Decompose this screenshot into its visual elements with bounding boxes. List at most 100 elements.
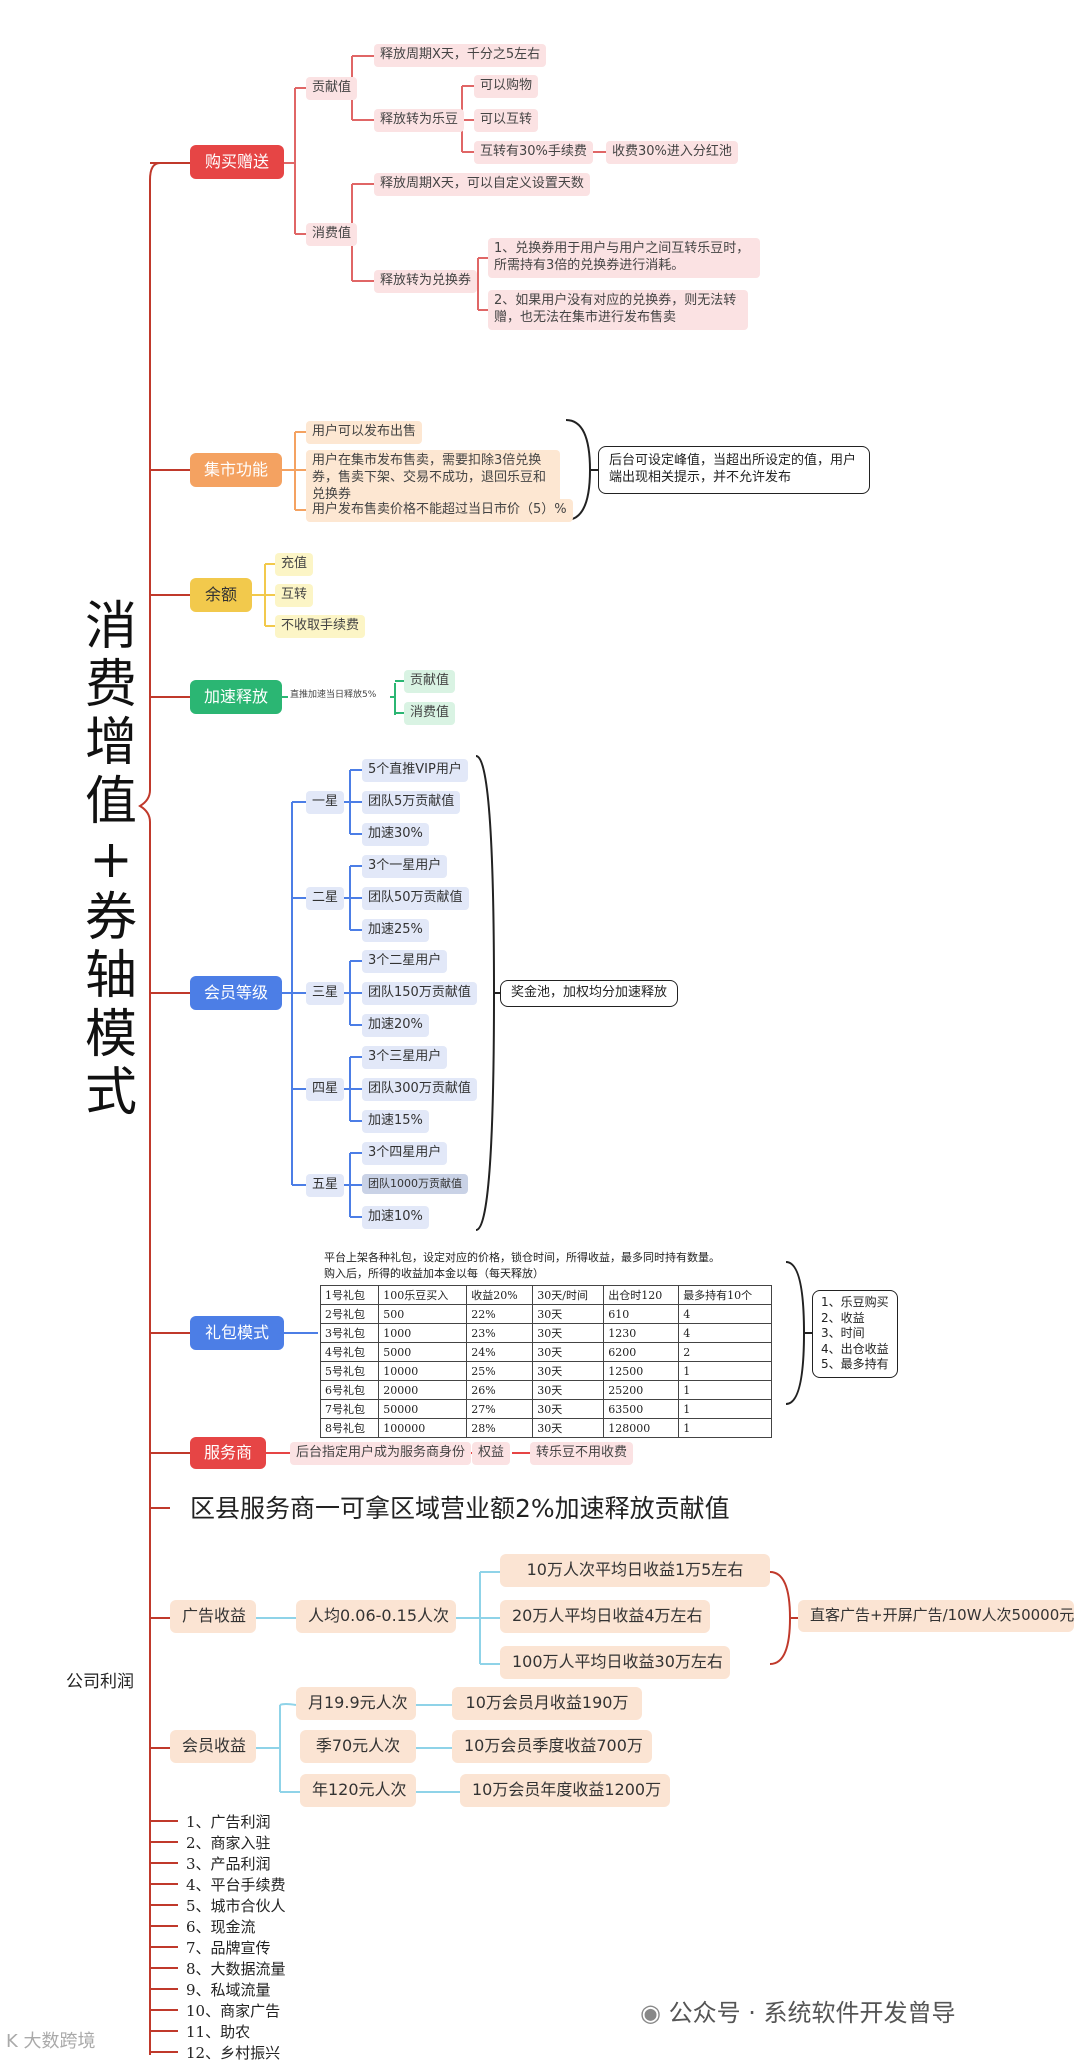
node-member-revenue: 会员收益 — [170, 1730, 256, 1763]
gift-table-cell: 5号礼包 — [319, 1361, 380, 1381]
node-ad-item-1: 10万人次平均日收益1万5左右 — [500, 1554, 770, 1587]
gift-table-cell: 7号礼包 — [319, 1399, 380, 1419]
gift-table-cell: 1000 — [378, 1323, 468, 1343]
node-accelerate-release: 加速释放 — [190, 680, 282, 714]
district-provider-text: 区县服务商一可拿区域营业额2%加速释放贡献值 — [190, 1494, 730, 1523]
profit-list-item: 5、城市合伙人 — [186, 1897, 286, 1915]
gift-table-cell: 出仓时120 — [603, 1285, 680, 1305]
node-transfer-fee: 互转有30%手续费 — [474, 141, 593, 164]
node-coupon-note-1: 1、兑换券用于用户与用户之间互转乐豆时，所需持有3倍的兑换券进行消耗。 — [488, 238, 760, 278]
profit-list-item: 6、现金流 — [186, 1918, 256, 1936]
profit-list-item: 4、平台手续费 — [186, 1876, 286, 1894]
gift-table-cell: 63500 — [603, 1399, 680, 1419]
node-balance: 余额 — [190, 578, 252, 612]
node-level-1-req-3: 加速30% — [362, 823, 429, 846]
profit-list-item: 12、乡村振兴 — [186, 2044, 281, 2062]
node-coupon-note-2: 2、如果用户没有对应的兑换券，则无法转赠，也无法在集市进行发布售卖 — [488, 290, 748, 330]
node-level-4-req-3: 加速15% — [362, 1110, 429, 1133]
profit-list-item: 2、商家入驻 — [186, 1834, 271, 1852]
node-ad-note: 直客广告+开屏广告/10W人次50000元 — [798, 1600, 1074, 1632]
gift-table-cell: 6200 — [603, 1342, 680, 1362]
node-ad-item-2: 20万人平均日收益4万左右 — [500, 1600, 710, 1633]
gift-table-cell: 22% — [466, 1304, 534, 1324]
node-market: 集市功能 — [190, 453, 282, 487]
node-service-provider: 服务商 — [190, 1437, 266, 1469]
company-profit-label: 公司利润 — [66, 1672, 134, 1692]
gift-table-cell: 30天 — [532, 1361, 605, 1381]
title-char: 消 — [84, 597, 137, 657]
gift-table-cell: 26% — [466, 1380, 534, 1400]
node-level-3-req-2: 团队150万贡献值 — [362, 982, 477, 1005]
profit-list-item: 1、广告利润 — [186, 1813, 271, 1831]
node-level-5-req-1: 3个四星用户 — [362, 1142, 448, 1165]
node-level-4: 四星 — [306, 1078, 345, 1101]
gift-table-cell: 30天 — [532, 1323, 605, 1343]
node-consume-value-2: 消费值 — [404, 702, 456, 725]
node-level-5-req-2: 团队1000万贡献值 — [362, 1174, 468, 1195]
node-member-quarter: 季70元人次 — [300, 1730, 416, 1763]
node-member-month-income: 10万会员月收益190万 — [452, 1687, 642, 1720]
gift-table-cell: 24% — [466, 1342, 534, 1362]
node-can-transfer: 可以互转 — [474, 109, 539, 132]
gift-table-cell: 23% — [466, 1323, 534, 1343]
gift-summary-item: 4、出仓收益 — [821, 1341, 889, 1356]
gift-table-cell: 128000 — [603, 1418, 680, 1438]
gift-table-cell: 12500 — [603, 1361, 680, 1381]
gift-summary-item: 3、时间 — [821, 1326, 865, 1341]
gift-table-cell: 10000 — [378, 1361, 468, 1381]
node-fee-pool: 收费30%进入分红池 — [606, 141, 738, 164]
gift-table-cell: 100000 — [378, 1418, 468, 1438]
profit-list-item: 10、商家广告 — [186, 2002, 281, 2020]
node-member-level: 会员等级 — [190, 976, 282, 1010]
gift-table-cell: 2号礼包 — [319, 1304, 380, 1324]
node-gift-pack: 礼包模式 — [190, 1316, 284, 1350]
title-char: 式 — [84, 1062, 137, 1123]
node-can-shop: 可以购物 — [474, 75, 539, 98]
title-char: 增 — [84, 713, 137, 774]
gift-summary-item: 2、收益 — [821, 1310, 865, 1325]
node-contribution-2: 贡献值 — [404, 670, 456, 693]
node-market-item-3: 用户发布售卖价格不能超过当日市价（5）% — [306, 499, 573, 522]
title-char: 券 — [84, 888, 137, 949]
gift-table-cell: 50000 — [378, 1399, 468, 1419]
gift-table-cell: 1 — [678, 1361, 772, 1381]
node-market-item-2: 用户在集市发布售卖，需要扣除3倍兑换券，售卖下架、交易不成功，退回乐豆和兑换券 — [306, 450, 560, 507]
title-char: 值 — [84, 771, 137, 832]
node-member-year-income: 10万会员年度收益1200万 — [460, 1774, 670, 1807]
node-level-1: 一星 — [306, 791, 345, 814]
gift-table-cell: 20000 — [378, 1380, 468, 1400]
node-direct-accelerate: 直推加速当日释放5% — [290, 690, 377, 700]
profit-list: 1、广告利润 2、商家入驻 3、产品利润 4、平台手续费 5、城市合伙人 6、现… — [186, 1812, 286, 2064]
node-no-fee: 不收取手续费 — [275, 615, 366, 638]
node-level-1-req-2: 团队5万贡献值 — [362, 791, 461, 814]
wechat-icon: ◉ — [640, 1999, 661, 2027]
profit-list-item: 9、私域流量 — [186, 1981, 271, 1999]
node-level-5-req-3: 加速10% — [362, 1206, 429, 1229]
gift-table-cell: 30天 — [532, 1342, 605, 1362]
gift-table-cell: 30天 — [532, 1418, 605, 1438]
watermark-text: 公众号 · 系统软件开发曾导 — [668, 1999, 956, 2027]
node-level-3-req-1: 3个二星用户 — [362, 950, 448, 973]
gift-table-cell: 500 — [378, 1304, 468, 1324]
node-consume-value: 消费值 — [306, 223, 358, 246]
node-ad-item-3: 100万人平均日收益30万左右 — [500, 1646, 730, 1679]
node-level-2: 二星 — [306, 887, 345, 910]
gift-table-cell: 2 — [678, 1342, 772, 1362]
node-purchase-gift: 购买赠送 — [190, 145, 284, 179]
gift-table-cell: 28% — [466, 1418, 534, 1438]
node-level-2-req-3: 加速25% — [362, 919, 429, 942]
gift-table-cell: 1 — [678, 1418, 772, 1438]
gift-table-cell: 1号礼包 — [319, 1285, 380, 1305]
node-convert-coupon: 释放转为兑换券 — [374, 270, 478, 293]
node-contribution: 贡献值 — [306, 77, 358, 100]
node-level-4-req-1: 3个三星用户 — [362, 1046, 448, 1069]
node-market-note: 后台可设定峰值，当超出所设定的值，用户端出现相关提示，并不允许发布 — [598, 446, 870, 494]
gift-table-cell: 610 — [603, 1304, 680, 1324]
